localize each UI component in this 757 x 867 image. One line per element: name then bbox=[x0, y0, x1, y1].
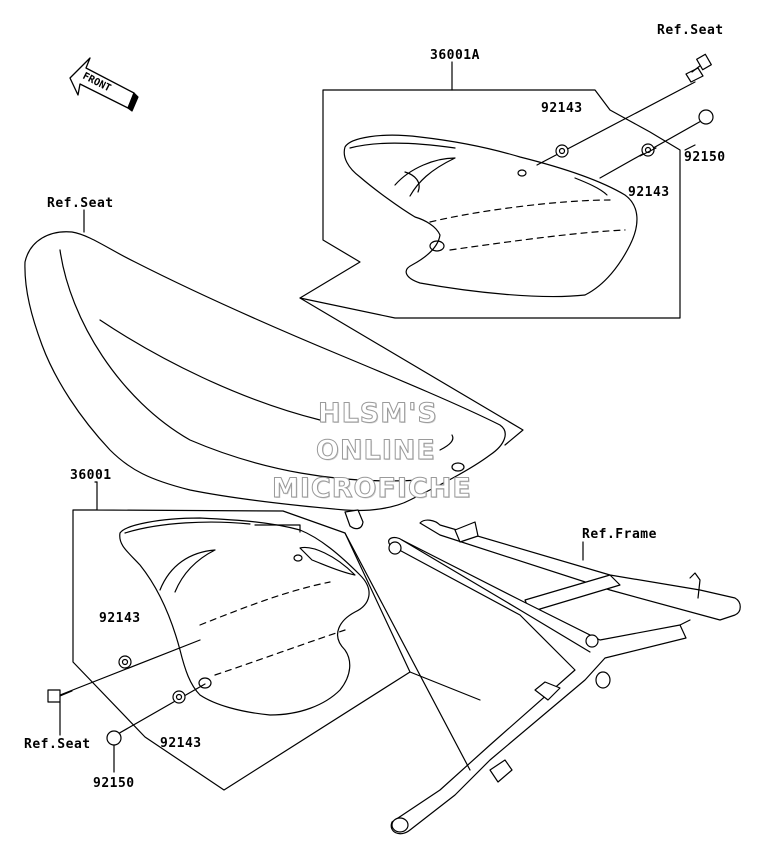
label-ref-seat-left: Ref.Seat bbox=[47, 196, 114, 211]
label-ref-seat-bottom-left: Ref.Seat bbox=[24, 737, 91, 752]
side-cover-left bbox=[119, 517, 370, 716]
side-cover-right bbox=[343, 134, 638, 298]
side-cover-right-group bbox=[299, 53, 714, 319]
label-ref-seat-top-right: Ref.Seat bbox=[657, 23, 724, 38]
front-arrow-icon: FRONT bbox=[69, 57, 139, 112]
label-36001: 36001 bbox=[70, 468, 112, 483]
group-boundary-36001 bbox=[72, 481, 411, 791]
label-92143-bottom-b: 92143 bbox=[160, 736, 202, 751]
label-92150-bottom: 92150 bbox=[93, 776, 135, 791]
label-92143-top-a: 92143 bbox=[541, 101, 583, 116]
label-92150-top: 92150 bbox=[684, 150, 726, 165]
bolt-92150-bottom bbox=[106, 730, 122, 746]
label-92143-top-b: 92143 bbox=[628, 185, 670, 200]
watermark-line-1: HLSM'S bbox=[318, 398, 438, 429]
seat-reference bbox=[24, 209, 506, 530]
group-boundary-36001A bbox=[299, 89, 681, 319]
side-cover-left-group bbox=[47, 481, 411, 791]
washer-92143-bottom-a bbox=[118, 655, 132, 669]
watermark-line-3: MICROFICHE bbox=[272, 473, 472, 504]
bolt-ref-seat-top bbox=[685, 53, 712, 83]
label-ref-frame: Ref.Frame bbox=[582, 527, 657, 542]
bolt-92150-top bbox=[698, 109, 714, 125]
leader-seat-to-cover bbox=[299, 297, 524, 446]
frame-reference bbox=[344, 519, 741, 835]
washer-92143-bottom-b bbox=[172, 690, 186, 704]
label-92143-bottom-a: 92143 bbox=[99, 611, 141, 626]
seat-outline bbox=[24, 231, 506, 512]
watermark-line-2: ONLINE bbox=[316, 435, 436, 466]
washer-92143-top-a bbox=[555, 144, 569, 158]
bolt-ref-seat-bottom bbox=[47, 689, 73, 703]
label-36001A: 36001A bbox=[430, 48, 480, 63]
